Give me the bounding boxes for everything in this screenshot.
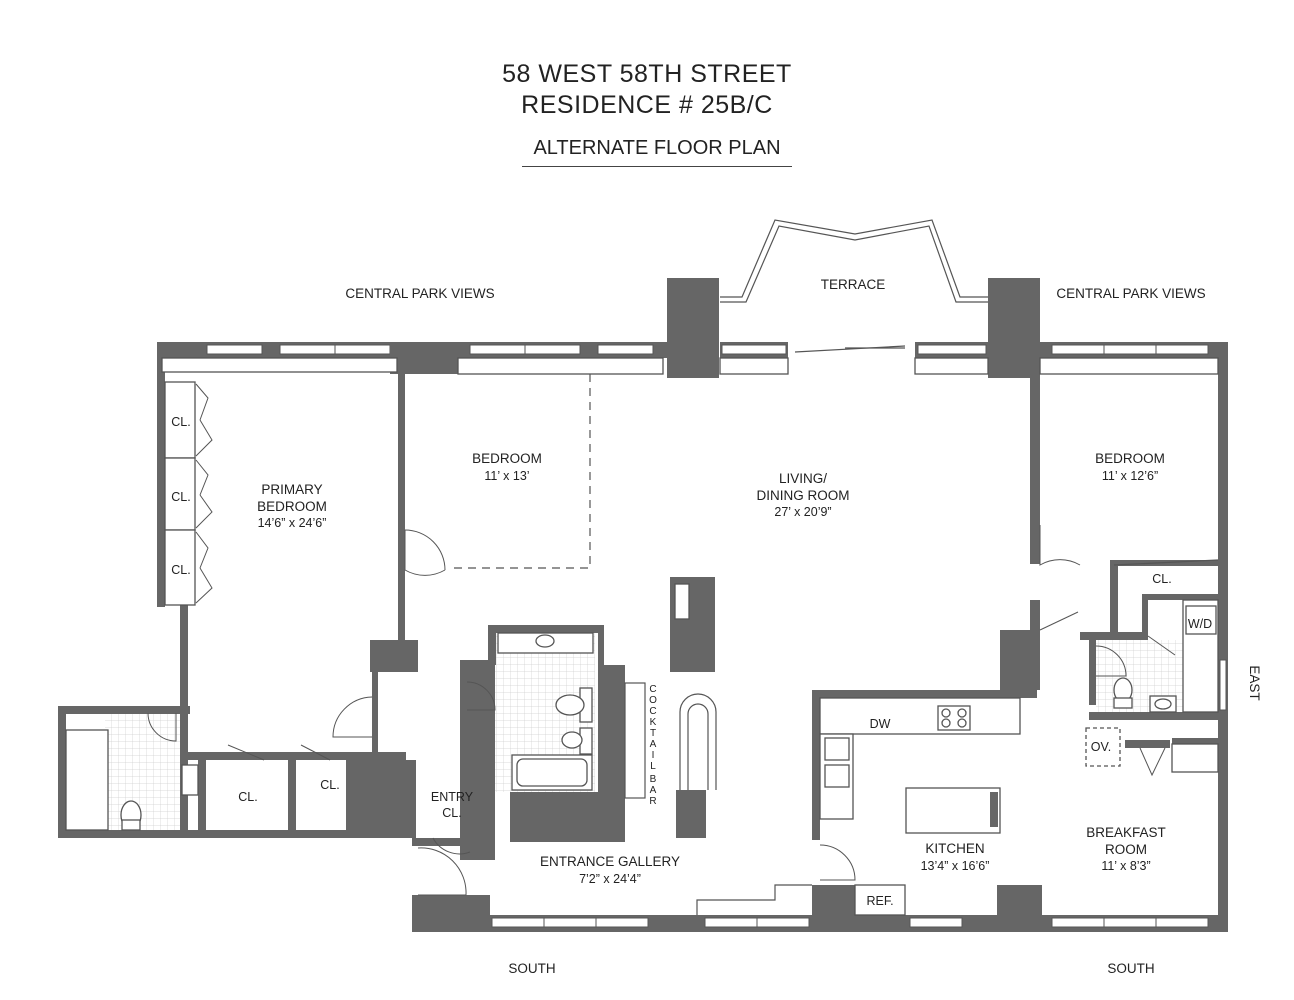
entrance-gallery-name: ENTRANCE GALLERY	[540, 854, 680, 869]
exterior-walls	[58, 278, 1228, 932]
label-terrace: TERRACE	[821, 277, 886, 292]
svg-text:R: R	[649, 796, 656, 807]
svg-text:A: A	[650, 785, 657, 796]
label-south-right: SOUTH	[1107, 961, 1154, 976]
bath-left-floor	[105, 713, 185, 833]
entrance-gallery-dims: 7’2” x 24’4”	[579, 872, 641, 886]
cocktail-bar-label: C O C K T A I L B A R	[649, 684, 657, 807]
washer-dryer-label: W/D	[1188, 617, 1212, 631]
breakfast-room-name-1: BREAKFAST	[1086, 825, 1166, 840]
label-central-park-views-right: CENTRAL PARK VIEWS	[1056, 286, 1205, 301]
svg-text:A: A	[650, 739, 657, 750]
svg-text:C: C	[649, 706, 656, 717]
bedroom-right-dims: 11’ x 12’6”	[1102, 469, 1158, 483]
residence-title: RESIDENCE # 25B/C	[521, 91, 773, 119]
primary-bedroom-name-1: PRIMARY	[261, 482, 322, 497]
entry-step	[696, 884, 812, 915]
closet-label-1: CL.	[171, 415, 190, 429]
breakfast-room-dims: 11’ x 8’3”	[1101, 859, 1150, 873]
closet-label-5: CL.	[320, 778, 339, 792]
kitchen-dims: 13’4” x 16’6”	[921, 859, 990, 873]
terrace	[720, 219, 990, 303]
door-swings	[147, 525, 1219, 896]
floor-plan-subtitle: ALTERNATE FLOOR PLAN	[522, 137, 792, 167]
bedroom-center-dims: 11’ x 13’	[484, 469, 529, 483]
closet-label-6: CL.	[1152, 572, 1171, 586]
kitchen-fixtures	[819, 697, 1219, 916]
kitchen-name: KITCHEN	[925, 841, 984, 856]
address-title: 58 WEST 58TH STREET	[502, 60, 792, 88]
primary-bedroom-name-2: BEDROOM	[257, 499, 327, 514]
primary-bedroom-dims: 14’6” x 24’6”	[258, 516, 327, 530]
closet-label-4: CL.	[238, 790, 257, 804]
flex-bedroom-boundary	[450, 374, 591, 569]
label-central-park-views-left: CENTRAL PARK VIEWS	[345, 286, 494, 301]
label-east: EAST	[1247, 665, 1262, 700]
label-south-left: SOUTH	[508, 961, 555, 976]
living-dining-name-1: LIVING/	[779, 471, 827, 486]
bedroom-right-name: BEDROOM	[1095, 451, 1165, 466]
bedroom-center-name: BEDROOM	[472, 451, 542, 466]
living-dining-dims: 27’ x 20’9”	[774, 505, 831, 519]
entry-closet-name-1: ENTRY	[431, 790, 474, 804]
refrigerator-label: REF.	[866, 894, 893, 908]
svg-text:K: K	[650, 717, 657, 728]
svg-text:B: B	[650, 774, 657, 785]
svg-text:C: C	[649, 684, 656, 695]
svg-text:T: T	[650, 728, 656, 739]
closet-label-3: CL.	[171, 563, 190, 577]
interior-walls	[188, 374, 1222, 860]
entry-closet-name-2: CL.	[442, 806, 461, 820]
svg-text:I: I	[652, 750, 655, 761]
bath-fixtures	[65, 599, 1219, 831]
closet-label-2: CL.	[171, 490, 190, 504]
oven-label: OV.	[1091, 740, 1111, 754]
dishwasher-label: DW	[870, 717, 891, 731]
primary-closets	[161, 357, 398, 606]
svg-text:L: L	[650, 761, 656, 772]
svg-text:O: O	[649, 695, 657, 706]
breakfast-room-name-2: ROOM	[1105, 842, 1147, 857]
living-dining-name-2: DINING ROOM	[757, 488, 850, 503]
